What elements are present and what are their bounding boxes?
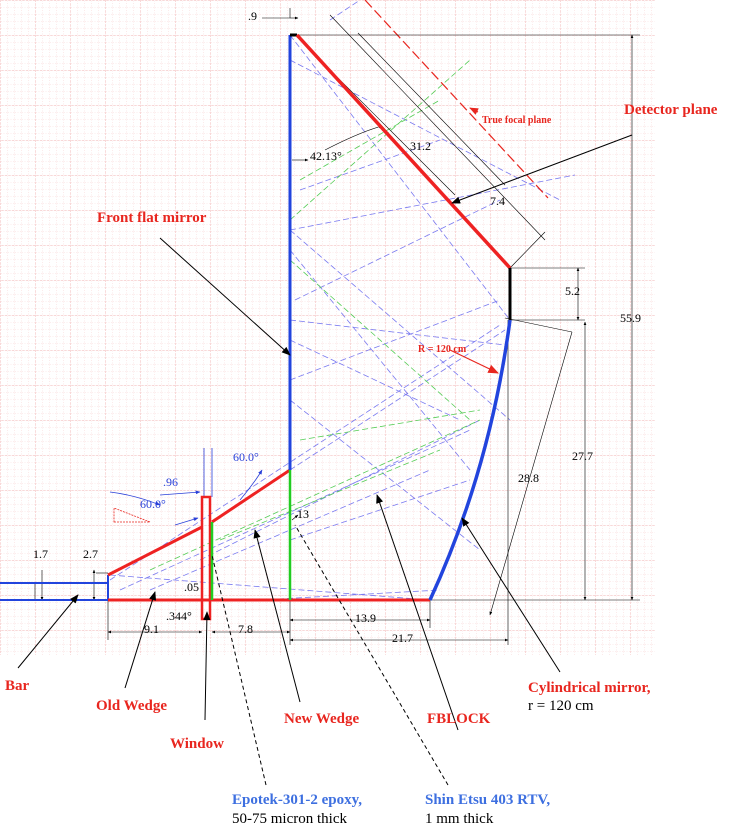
label-shin-etsu-thickness: 1 mm thick bbox=[425, 811, 494, 827]
wedge-angle-icon bbox=[113, 507, 151, 523]
label-window: Window bbox=[170, 736, 224, 752]
true-focal-plane-line bbox=[364, 0, 549, 199]
detector-plane-line bbox=[295, 33, 512, 270]
label-epotek: Epotek-301-2 epoxy, bbox=[232, 792, 362, 808]
dim-0-05: .05 bbox=[184, 580, 199, 594]
dim-0-96: .96 bbox=[163, 475, 178, 489]
dim-9-1: 9.1 bbox=[144, 622, 159, 636]
dim-13: 13 bbox=[297, 507, 309, 521]
dim-28-8: 28.8 bbox=[518, 471, 539, 485]
optics-geometry bbox=[0, 33, 512, 621]
label-old-wedge: Old Wedge bbox=[96, 698, 167, 714]
dim-1-7: 1.7 bbox=[33, 547, 48, 561]
dim-5-2: 5.2 bbox=[565, 284, 580, 298]
radius-arrow bbox=[449, 349, 499, 374]
label-shin-etsu: Shin Etsu 403 RTV, bbox=[425, 792, 550, 808]
new-wedge-top bbox=[211, 468, 291, 524]
dim-angle-60-left: 60.0° bbox=[140, 497, 166, 511]
dim-angle-60-top: 60.0° bbox=[233, 450, 259, 464]
dim-2-7: 2.7 bbox=[83, 547, 98, 561]
grid-background bbox=[0, 0, 655, 655]
dim-27-7: 27.7 bbox=[572, 449, 593, 463]
label-detector-plane: Detector plane bbox=[624, 102, 718, 118]
dim-31-2: 31.2 bbox=[410, 139, 431, 153]
cylindrical-mirror-curve bbox=[428, 319, 512, 601]
component-labels: Detector plane True focal plane Front fl… bbox=[5, 102, 718, 827]
dim-7-4: 7.4 bbox=[490, 194, 505, 208]
label-front-flat-mirror: Front flat mirror bbox=[97, 210, 207, 226]
angle-arcs bbox=[109, 448, 263, 526]
dim-55-9: 55.9 bbox=[620, 311, 641, 325]
label-new-wedge: New Wedge bbox=[284, 711, 359, 727]
dimension-labels: .9 42.13° 31.2 7.4 5.2 55.9 27.7 28.8 60… bbox=[33, 9, 641, 645]
dim-angle-4213: 42.13° bbox=[310, 149, 342, 163]
dim-0-9: .9 bbox=[248, 9, 257, 23]
label-bar: Bar bbox=[5, 678, 30, 694]
label-cylindrical-mirror-radius: r = 120 cm bbox=[528, 698, 594, 714]
dim-0-344: .344° bbox=[166, 609, 192, 623]
old-wedge-top bbox=[107, 525, 203, 577]
label-true-focal-plane: True focal plane bbox=[482, 115, 552, 126]
label-epotek-thickness: 50-75 micron thick bbox=[232, 811, 347, 827]
label-r-120: R = 120 cm bbox=[418, 344, 467, 355]
label-arrows bbox=[17, 134, 633, 786]
label-fblock: FBLOCK bbox=[427, 711, 491, 727]
label-cylindrical-mirror: Cylindrical mirror, bbox=[528, 680, 651, 696]
dim-7-8: 7.8 bbox=[238, 622, 253, 636]
focal-plane-arrow bbox=[469, 107, 479, 115]
dim-21-7: 21.7 bbox=[392, 631, 413, 645]
ray-trace-lines bbox=[109, 0, 576, 601]
dim-13-9: 13.9 bbox=[355, 611, 376, 625]
